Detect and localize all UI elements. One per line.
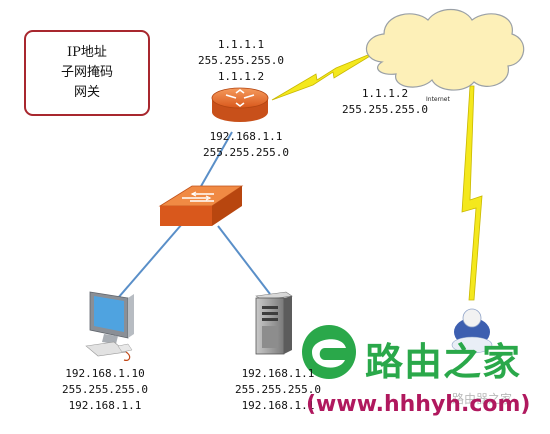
router-wan-gateway: 1.1.1.2: [217, 70, 265, 83]
server-ip: 192.168.1.1: [241, 367, 315, 380]
router-lan-ip: 192.168.1.1: [209, 130, 283, 143]
switch-pc-link: [117, 223, 183, 299]
legend-mask-label: 子网掩码: [60, 65, 113, 80]
internet-cloud-icon: [365, 8, 525, 91]
server-icon: [255, 291, 293, 355]
legend-ip-label: IP地址: [67, 45, 107, 60]
server-mask: 255.255.255.0: [234, 383, 322, 396]
pc-gateway: 192.168.1.1: [68, 399, 142, 412]
router-icon: [211, 87, 269, 122]
server-gateway: 192.168.1.1: [241, 399, 315, 412]
router-lan-mask: 255.255.255.0: [202, 146, 290, 159]
internet-lightning-icon: [461, 85, 483, 301]
internet-ip: 1.1.1.2: [361, 87, 409, 100]
watermark-logo: [302, 325, 356, 379]
pc-ip: 192.168.1.10: [65, 367, 145, 380]
router-wan-ip: 1.1.1.1: [217, 38, 265, 51]
legend-box: IP地址 子网掩码 网关: [24, 30, 150, 116]
internet-mask: 255.255.255.0: [341, 103, 429, 116]
switch-server-link: [217, 225, 271, 295]
watermark-sub: 路由器之家: [452, 392, 513, 406]
user-icon: [451, 308, 493, 354]
watermark-brand: 路由之家: [365, 340, 522, 384]
links: [117, 131, 271, 299]
router-switch-link: [199, 131, 233, 189]
watermark-url: (www.hhhyh.com): [306, 392, 531, 417]
router-wan-mask: 255.255.255.0: [197, 54, 285, 67]
legend-gateway-label: 网关: [73, 85, 100, 100]
switch-icon: [158, 185, 244, 226]
pc-icon: [85, 291, 134, 361]
internet-label: Internet: [426, 96, 450, 103]
pc-mask: 255.255.255.0: [61, 383, 149, 396]
